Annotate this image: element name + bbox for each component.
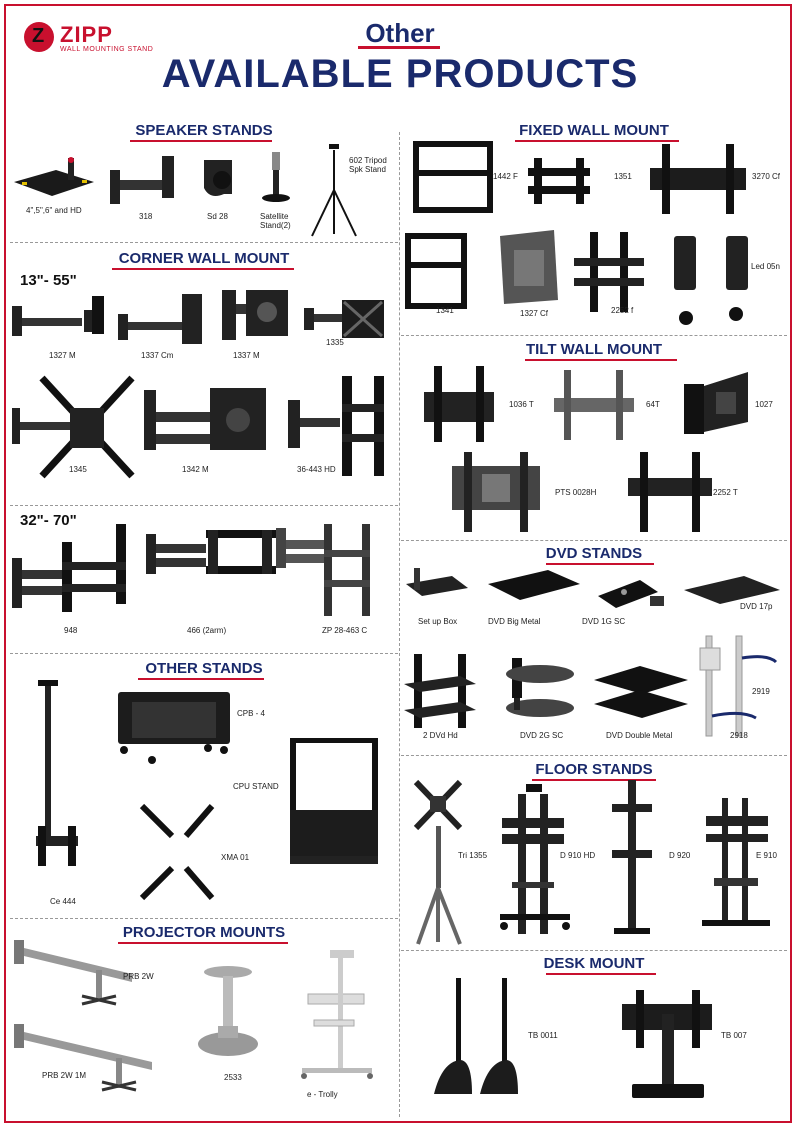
corner-wall-mount-title: CORNER WALL MOUNT — [118, 250, 290, 267]
floor-stands-images — [413, 779, 770, 945]
corner-item-label: 1335 — [326, 338, 344, 347]
floor-item-label: Tri 1355 — [458, 851, 488, 860]
fixed-item-label: 1341 — [436, 306, 454, 315]
logo-mark-icon: Z — [24, 22, 54, 52]
floor-stands-title: FLOOR STANDS — [535, 761, 653, 778]
floor-item-label: E 910 — [756, 851, 777, 860]
corner-wall-mount-images — [12, 290, 384, 479]
column-divider — [399, 132, 401, 1117]
page-frame — [4, 4, 792, 1123]
fixed-item-label: 3270 Cf — [752, 172, 781, 181]
dvd-item-label: 2918 — [730, 731, 748, 740]
floor-item-label: D 920 — [669, 851, 691, 860]
projector-item-label: PRB 2W — [123, 972, 154, 981]
corner-wall-mount-underline — [112, 268, 294, 270]
fixed-item-label: Led 05n — [751, 262, 780, 271]
desk-mount-title: DESK MOUNT — [543, 955, 645, 972]
section-divider — [401, 540, 787, 541]
other-stands-underline — [138, 678, 264, 680]
corner-item-label: 1345 — [69, 465, 87, 474]
dvd-item-label: Set up Box — [418, 617, 458, 626]
corner-item-label: 1337 M — [233, 351, 260, 360]
size-range-label: 13"- 55" — [20, 272, 77, 289]
corner-item-label: 1337 Cm — [141, 351, 174, 360]
corner-item-label: 36-443 HD — [297, 465, 336, 474]
dvd-item-label: DVD 2G SC — [520, 731, 564, 740]
tilt-item-label: 2252 T — [713, 488, 738, 497]
speaker-item-label: 602 Tripod Spk Stand — [349, 156, 387, 174]
other-item-label: CPB - 4 — [237, 709, 266, 718]
other-stands-title: OTHER STANDS — [145, 660, 263, 677]
dvd-stands-title: DVD STANDS — [545, 545, 643, 562]
desk-item-label: TB 0011 — [528, 1031, 558, 1040]
tilt-item-label: 1027 — [755, 400, 773, 409]
tilt-wall-mount-underline — [525, 359, 677, 361]
section-divider — [10, 918, 398, 919]
speaker-item-label: Satellite Stand(2) — [260, 212, 291, 230]
projector-mounts-underline — [118, 942, 288, 944]
other-item-label: CPU STAND — [233, 782, 279, 791]
tilt-item-label: PTS 0028H — [555, 488, 597, 497]
projector-item-label: PRB 2W 1M — [42, 1071, 87, 1080]
floor-stands-underline — [532, 779, 656, 781]
section-divider — [10, 242, 398, 243]
dvd-item-label: 2 DVd Hd — [423, 731, 458, 740]
tilt-wall-mount-title: TILT WALL MOUNT — [525, 341, 663, 358]
section-divider — [401, 335, 787, 336]
other-item-label: Ce 444 — [50, 897, 76, 906]
fixed-item-label: 1327 Cf — [520, 309, 549, 318]
dvd-stands-images — [404, 568, 780, 737]
tilt-item-label: 64T — [646, 400, 660, 409]
corner-item-label: 1342 M — [182, 465, 209, 474]
speaker-item-label: Sd 28 — [207, 212, 228, 221]
other-stands-images — [36, 680, 378, 901]
projector-item-label: 2533 — [224, 1073, 242, 1082]
other-item-label: XMA 01 — [221, 853, 250, 862]
projector-item-label: e - Trolly — [307, 1090, 338, 1099]
speaker-stands-underline — [130, 140, 272, 142]
tilt-item-label: 1036 T — [509, 400, 534, 409]
fixed-wall-mount-images — [405, 141, 748, 325]
dvd-item-label: DVD Double Metal — [606, 731, 673, 740]
header-underline — [358, 46, 440, 49]
corner-item-label: 466 (2arm) — [187, 626, 227, 635]
dvd-item-label: DVD 1G SC — [582, 617, 626, 626]
brand-logo: Z ZIPP WALL MOUNTING STAND — [24, 22, 164, 56]
speaker-stands-images — [14, 144, 357, 237]
dvd-stands-underline — [546, 563, 654, 565]
desk-mount-images — [434, 978, 712, 1098]
tilt-wall-mount-images — [424, 366, 748, 532]
floor-item-label: D 910 HD — [560, 851, 596, 860]
speaker-item-label: 4",5",6" and HD — [26, 206, 82, 215]
desk-item-label: TB 007 — [721, 1031, 747, 1040]
dvd-item-label: DVD Big Metal — [488, 617, 541, 626]
desk-mount-underline — [546, 973, 656, 975]
speaker-item-label: 318 — [139, 212, 153, 221]
fixed-item-label: 1351 — [614, 172, 632, 181]
corner-item-label: 948 — [64, 626, 78, 635]
corner-wall-mount-large-images — [12, 524, 370, 616]
section-divider — [401, 950, 787, 951]
projector-mounts-title: PROJECTOR MOUNTS — [122, 924, 286, 941]
brand-name: ZIPP — [60, 22, 113, 47]
corner-item-label: ZP 28-463 C — [322, 626, 368, 635]
speaker-stands-title: SPEAKER STANDS — [135, 122, 273, 139]
size-range-label: 32"- 70" — [20, 512, 77, 529]
section-divider — [401, 755, 787, 756]
fixed-wall-mount-underline — [515, 140, 679, 142]
corner-item-label: 1327 M — [49, 351, 76, 360]
dvd-item-label: DVD 17p — [740, 602, 773, 611]
section-divider — [10, 653, 398, 654]
fixed-wall-mount-title: FIXED WALL MOUNT — [519, 122, 669, 139]
section-divider — [10, 505, 398, 506]
fixed-item-label: 1442 F — [493, 172, 518, 181]
brand-tagline: WALL MOUNTING STAND — [60, 46, 154, 53]
dvd-item-label: 2919 — [752, 687, 770, 696]
header-line2: AVAILABLE PRODUCTS — [161, 52, 639, 96]
fixed-item-label: 2252 f — [611, 306, 634, 315]
projector-mounts-images — [14, 940, 373, 1092]
header-line1: Other — [365, 18, 435, 48]
